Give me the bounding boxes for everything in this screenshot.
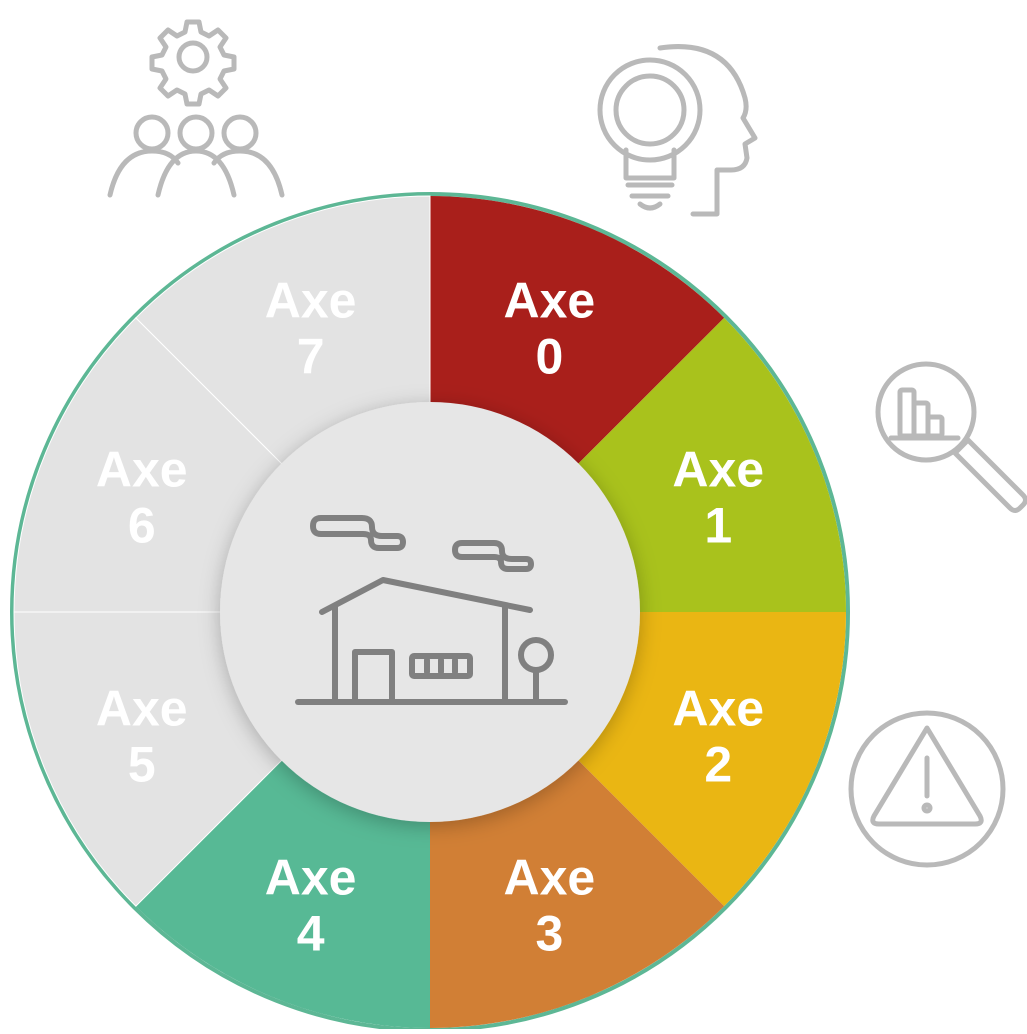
segment-label-5-number: 5	[128, 736, 156, 792]
chart-magnifier-icon	[875, 361, 1027, 513]
segment-label-3-word: Axe	[504, 849, 596, 905]
segment-1	[577, 317, 846, 612]
segment-3	[430, 759, 725, 1028]
segments-layer	[13, 195, 846, 1028]
segment-label-7-word: Axe	[265, 273, 357, 329]
segment-4	[135, 759, 431, 1028]
segment-label-4-number: 4	[297, 905, 325, 961]
segment-label-0-word: Axe	[504, 273, 596, 329]
segment-label-2-number: 2	[704, 736, 732, 792]
segment-label-3-number: 3	[535, 905, 563, 961]
segment-label-1-word: Axe	[672, 442, 764, 498]
idea-head-icon	[597, 44, 758, 217]
labels-layer: Axe 0 Axe 1 Axe 2 Axe 3 Axe 4 Axe 5 Axe …	[96, 273, 764, 962]
segment-0	[430, 196, 725, 465]
segment-label-7-number: 7	[297, 329, 325, 385]
house-icon	[295, 515, 568, 705]
team-gear-icon	[107, 19, 285, 198]
segment-label-6-number: 6	[128, 498, 156, 554]
segment-label-5-word: Axe	[96, 680, 188, 736]
segment-label-4-word: Axe	[265, 849, 357, 905]
segment-label-6-word: Axe	[96, 442, 188, 498]
warning-icon	[848, 710, 1006, 868]
segment-label-1-number: 1	[704, 498, 732, 554]
segment-label-2-word: Axe	[672, 680, 764, 736]
center-disc	[220, 402, 640, 822]
segment-2	[577, 612, 846, 907]
segment-label-0-number: 0	[535, 329, 563, 385]
